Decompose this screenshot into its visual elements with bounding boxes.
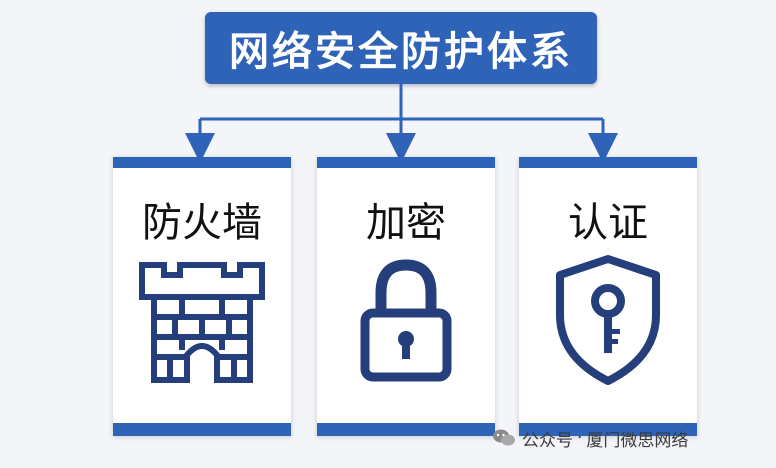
wechat-icon <box>493 429 515 446</box>
card-bottom-bar <box>519 423 697 436</box>
card-bottom-bar <box>113 423 291 436</box>
watermark-separator: · <box>577 428 583 448</box>
diagram-title: 网络安全防护体系 <box>229 29 573 75</box>
card-auth: 认证 <box>519 157 697 436</box>
padlock-icon <box>360 259 452 382</box>
castle-wall-icon <box>139 262 265 383</box>
card-firewall: 防火墙 <box>113 157 291 436</box>
card-label-encryption: 加密 <box>366 200 446 246</box>
card-label-firewall: 防火墙 <box>142 200 262 246</box>
card-top-bar <box>317 157 495 168</box>
watermark-account: 厦门微思网络 <box>586 430 689 451</box>
card-label-auth: 认证 <box>568 200 648 246</box>
watermark-prefix: 公众号 <box>522 430 573 451</box>
shield-key-icon <box>556 255 660 385</box>
card-encryption: 加密 <box>317 157 495 436</box>
title-box: 网络安全防护体系 <box>205 12 597 84</box>
watermark: 公众号 · 厦门微思网络 <box>492 424 692 452</box>
card-top-bar <box>113 157 291 168</box>
card-bottom-bar <box>317 423 495 436</box>
connector-lines <box>185 84 618 160</box>
card-top-bar <box>519 157 697 168</box>
